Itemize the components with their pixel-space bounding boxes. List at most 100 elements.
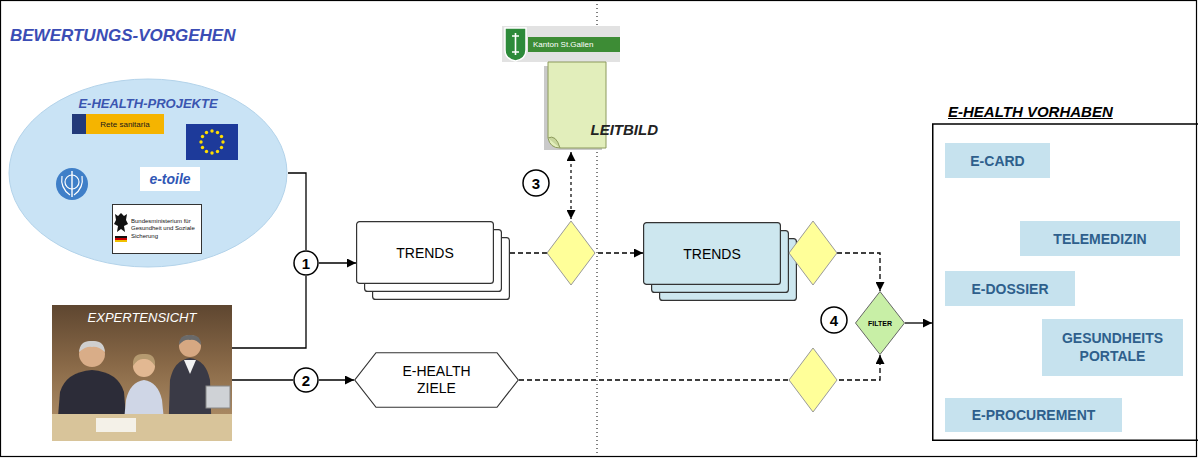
person-hair xyxy=(79,341,105,352)
node-text: Kanton St.Gallen xyxy=(528,37,620,52)
text-area: TRENDS xyxy=(356,221,510,300)
logo-disc xyxy=(56,168,88,200)
person-head xyxy=(133,355,155,377)
filter-diamond-shape xyxy=(856,292,905,355)
plan-item: E-PROCUREMENT xyxy=(945,398,1122,432)
flow-connector xyxy=(519,355,880,380)
papers xyxy=(96,418,136,432)
plan-item: E-DOSSIER xyxy=(945,271,1075,306)
node-text: TELEMEDIZIN xyxy=(1053,231,1146,247)
projects-ellipse-shape xyxy=(9,79,287,267)
person-hair xyxy=(179,335,201,345)
node-text: FILTER xyxy=(868,320,892,327)
canton-banner-shape xyxy=(512,33,519,55)
plan-panel: E-HEALTH VORHABEN E-CARD TELEMEDIZIN E-DOSS… xyxy=(932,100,1198,441)
trend-stack-outline xyxy=(643,222,797,301)
person-head xyxy=(79,341,105,367)
projects-ellipse: E-HEALTH-PROJEKTE Rete sanitaria e-toileBu… xyxy=(8,78,288,268)
step-number: 2 xyxy=(293,367,319,393)
trend-stack: TRENDS xyxy=(356,221,510,300)
connector-group xyxy=(232,173,932,380)
eu-flag xyxy=(186,124,238,160)
text-area: GESUNDHEITS PORTALE xyxy=(1042,319,1183,376)
flag-field xyxy=(186,124,238,160)
logo-globe xyxy=(65,175,79,189)
node-text: TRENDS xyxy=(396,245,454,261)
node-text: 1 xyxy=(302,255,310,272)
filter-diamond: FILTER xyxy=(855,291,905,355)
title-area: BEWERTUNGS-VORGEHEN xyxy=(10,26,235,46)
text-area: Kanton St.Gallen xyxy=(502,26,620,62)
node-text: GESUNDHEITS PORTALE xyxy=(1050,330,1175,365)
step-number-shape xyxy=(821,307,847,333)
model-document: LEITBILD xyxy=(544,62,666,150)
node-text: EXPERTENSICHT xyxy=(88,310,197,325)
step-number: 1 xyxy=(293,250,319,276)
plan-item: GESUNDHEITS PORTALE xyxy=(1042,319,1183,376)
text-area: 2 xyxy=(293,367,319,393)
node-text: LEITBILD xyxy=(591,121,659,138)
flow-connector xyxy=(319,379,354,380)
flow-connector xyxy=(232,276,306,348)
canton-banner: Kanton St.Gallen xyxy=(502,26,620,62)
decision-diamond xyxy=(547,221,595,285)
goal-hexagon: E-HEALTH ZIELE xyxy=(354,352,519,408)
text-area: E-HEALTH ZIELE xyxy=(354,352,519,408)
model-document-shape xyxy=(548,137,560,148)
person-body xyxy=(168,358,212,441)
canton-banner-shape xyxy=(505,28,526,61)
node-text: E-CARD xyxy=(970,153,1024,169)
decision-diamond xyxy=(789,348,837,412)
plan-item: TELEMEDIZIN xyxy=(1020,221,1180,256)
plan-panel-shape xyxy=(933,124,1198,440)
node-text: E-DOSSIER xyxy=(971,281,1048,297)
photo-figures xyxy=(52,335,232,441)
node-text: Bundesministerium für Gesundheit und Soz… xyxy=(131,218,198,240)
person-body xyxy=(122,380,166,441)
step-number-shape xyxy=(294,368,318,392)
text-area: TELEMEDIZIN xyxy=(1020,221,1180,256)
trend-stack: TRENDS xyxy=(643,222,797,301)
node-text: 2 xyxy=(302,372,310,389)
node-text: E-HEALTH VORHABEN xyxy=(948,103,1113,120)
flow-connector xyxy=(510,252,643,253)
flag-stripe xyxy=(115,240,127,242)
logo-box: Rete sanitaria xyxy=(72,114,164,134)
logo-laurel xyxy=(62,176,83,195)
node-text: TRENDS xyxy=(683,246,741,262)
flow-connector xyxy=(319,262,356,263)
eagle-emblem xyxy=(114,213,128,242)
text-area: TRENDS xyxy=(643,222,797,301)
flag-stripe xyxy=(115,236,127,238)
node-text: 4 xyxy=(830,312,838,329)
person-head xyxy=(179,335,201,357)
diagram-title: BEWERTUNGS-VORGEHEN xyxy=(10,26,235,46)
text-area: 1 xyxy=(293,250,319,276)
logo-box: Bundesministerium für Gesundheit und Soz… xyxy=(112,204,202,254)
node-text: e-toile xyxy=(149,171,190,187)
plan-item: E-CARD xyxy=(945,143,1050,178)
text-area: LEITBILD xyxy=(544,62,666,150)
text-area: 3 xyxy=(522,169,550,197)
node-text: E-PROCUREMENT xyxy=(972,407,1096,423)
decision-diamond xyxy=(789,221,837,285)
text-area: E-CARD xyxy=(945,143,1050,178)
feedback-arrow xyxy=(570,152,571,219)
text-area: Bundesministerium für Gesundheit und Soz… xyxy=(113,205,201,253)
trend-stack-shape xyxy=(357,222,494,284)
computer-monitor xyxy=(206,386,230,408)
eagle-shape xyxy=(114,213,128,232)
step-number: 4 xyxy=(820,306,848,334)
person-body xyxy=(56,370,128,441)
logo-staff xyxy=(71,171,72,197)
flow-connector xyxy=(288,173,306,250)
node-text: Rete sanitaria xyxy=(100,120,149,129)
logo-box: e-toile xyxy=(140,167,200,191)
trend-stack-shape xyxy=(644,223,781,285)
text-area: EXPERTENSICHT xyxy=(52,305,232,441)
node-text: E-HEALTH-PROJEKTE xyxy=(78,96,217,111)
flow-connector xyxy=(797,253,880,291)
